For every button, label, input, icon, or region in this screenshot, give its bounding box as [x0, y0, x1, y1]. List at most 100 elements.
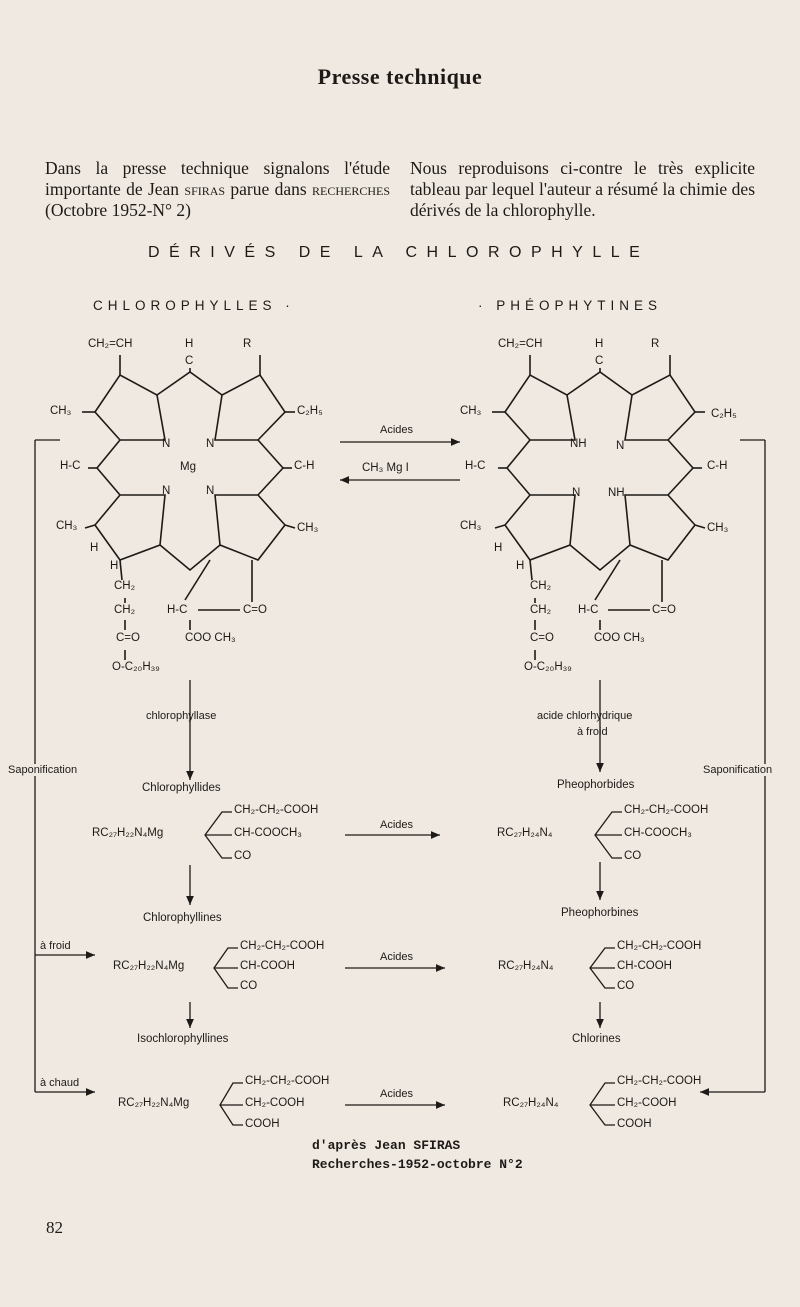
nitrogen: NH: [608, 487, 625, 499]
side-chain: CH₂-COOH: [245, 1097, 305, 1109]
hcl-label: acide chlorhydrique: [537, 710, 633, 722]
atom-label: H-C: [465, 460, 486, 472]
side-chain: CH-COOCH₃: [624, 827, 692, 839]
side-chain: CH₂-CH₂-COOH: [617, 940, 702, 952]
nitrogen: N: [572, 487, 581, 499]
atom-label: H: [595, 338, 604, 350]
formula-core: RC₂₇H₂₄N₄: [503, 1097, 559, 1109]
side-chain: CO: [234, 850, 252, 862]
methyl-group: CH₃: [707, 522, 729, 534]
formula-core: RC₂₇H₂₄N₄: [498, 960, 554, 972]
methyl-group: CH₃: [460, 405, 482, 417]
intro-left-paragraph: Dans la presse technique signalons l'étu…: [45, 158, 390, 221]
vinyl-group: CH₂=CH: [88, 338, 133, 350]
ethyl-group: C₂H₅: [711, 408, 737, 420]
methylene: CH₂: [530, 580, 552, 592]
formula-core: RC₂₇H₂₂N₄Mg: [118, 1097, 190, 1109]
methyl-ester: COO CH₃: [594, 632, 645, 644]
saponification-right-label: Saponification: [703, 764, 773, 776]
pheophorbines-name: Pheophorbines: [561, 907, 639, 919]
atom-label: H-C: [578, 604, 599, 616]
side-chain: CH₂-CH₂-COOH: [624, 804, 709, 816]
pheophorbides-name: Pheophorbides: [557, 779, 635, 791]
atom-label: H: [110, 560, 119, 572]
atom-label: H: [185, 338, 194, 350]
author-name: sfiras: [184, 179, 226, 199]
atom-label: C-H: [707, 460, 728, 472]
formula-core: RC₂₇H₂₄N₄: [497, 827, 553, 839]
methyl-ester: COO CH₃: [185, 632, 236, 644]
intro-text: Dans la presse technique signalons l'étu…: [45, 158, 390, 199]
r-group: R: [651, 338, 660, 350]
acids-label: Acides: [380, 819, 414, 831]
nitrogen: N: [206, 485, 215, 497]
nitrogen: N: [162, 438, 171, 450]
side-chain: CH₂-CH₂-COOH: [240, 940, 325, 952]
side-chain: CH-COOH: [240, 960, 295, 972]
nitrogen: N: [206, 438, 215, 450]
side-chain: COOH: [617, 1118, 652, 1130]
formula-core: RC₂₇H₂₂N₄Mg: [92, 827, 164, 839]
nitrogen: N: [616, 440, 625, 452]
methylene: CH₂: [114, 604, 136, 616]
nitrogen: N: [162, 485, 171, 497]
diagram-title: DÉRIVÉS DE LA CHLOROPHYLLE: [148, 244, 650, 261]
chlorines-name: Chlorines: [572, 1033, 621, 1045]
methylene: CH₂: [530, 604, 552, 616]
nitrogen: NH: [570, 438, 587, 450]
acids-label: Acides: [380, 951, 414, 963]
page-title: Presse technique: [317, 64, 483, 89]
side-chain: CH₂-CH₂-COOH: [234, 804, 319, 816]
chlorophylls-header: CHLOROPHYLLES ·: [93, 298, 295, 313]
atom-label: C: [595, 355, 604, 367]
cold-label: à froid: [40, 940, 71, 952]
hot-label: à chaud: [40, 1077, 80, 1089]
side-chain: CH₂-CH₂-COOH: [245, 1075, 330, 1087]
side-chain: CO: [617, 980, 635, 992]
side-chain: CH₂-CH₂-COOH: [617, 1075, 702, 1087]
side-chain: CO: [624, 850, 642, 862]
acids-label: Acides: [380, 1088, 414, 1100]
atom-label: H: [90, 542, 99, 554]
formula-core: RC₂₇H₂₂N₄Mg: [113, 960, 185, 972]
chlorophyllase-label: chlorophyllase: [146, 710, 217, 722]
side-chain: COOH: [245, 1118, 280, 1130]
ethyl-group: C₂H₅: [297, 405, 323, 417]
intro-text: parue dans: [225, 179, 312, 199]
methyl-group: CH₃: [297, 522, 319, 534]
pheophytins-header: · PHÉOPHYTINES: [478, 298, 663, 313]
chlorophyll-structure: [82, 355, 296, 660]
methyl-group: CH₃: [56, 520, 78, 532]
side-chain: CO: [240, 980, 258, 992]
methyl-group: CH₃: [50, 405, 72, 417]
isochlorophyllines-name: Isochlorophyllines: [137, 1033, 229, 1045]
chlorophyllides-name: Chlorophyllides: [142, 782, 221, 794]
atom-label: H: [516, 560, 525, 572]
chlorophyllines-name: Chlorophyllines: [143, 912, 222, 924]
acids-label: Acides: [380, 424, 414, 436]
side-chain: CH-COOCH₃: [234, 827, 302, 839]
cold-label: à froid: [577, 726, 608, 738]
methyl-group: CH₃: [460, 520, 482, 532]
phytyl-ester: O-C₂₀H₃₉: [112, 661, 160, 673]
atom-label: H-C: [60, 460, 81, 472]
side-chain: CH₂-COOH: [617, 1097, 677, 1109]
carbonyl: C=O: [116, 632, 140, 644]
intro-text: (Octobre 1952-N° 2): [45, 200, 191, 220]
atom-label: C: [185, 355, 194, 367]
atom-label: C-H: [294, 460, 315, 472]
vinyl-group: CH₂=CH: [498, 338, 543, 350]
intro-right-paragraph: Nous reproduisons ci-contre le très expl…: [410, 158, 755, 220]
carbonyl: C=O: [652, 604, 676, 616]
journal-name: recherches: [311, 179, 390, 199]
carbonyl: C=O: [243, 604, 267, 616]
side-chain: CH-COOH: [617, 960, 672, 972]
page-number: 82: [46, 1218, 63, 1237]
r-group: R: [243, 338, 252, 350]
atom-label: H: [494, 542, 503, 554]
pheophytin-structure: [492, 355, 706, 660]
saponification-left-label: Saponification: [8, 764, 78, 776]
methylene: CH₂: [114, 580, 136, 592]
magnesium: Mg: [180, 461, 196, 473]
citation-line-2: Recherches-1952-octobre N°2: [312, 1157, 523, 1172]
